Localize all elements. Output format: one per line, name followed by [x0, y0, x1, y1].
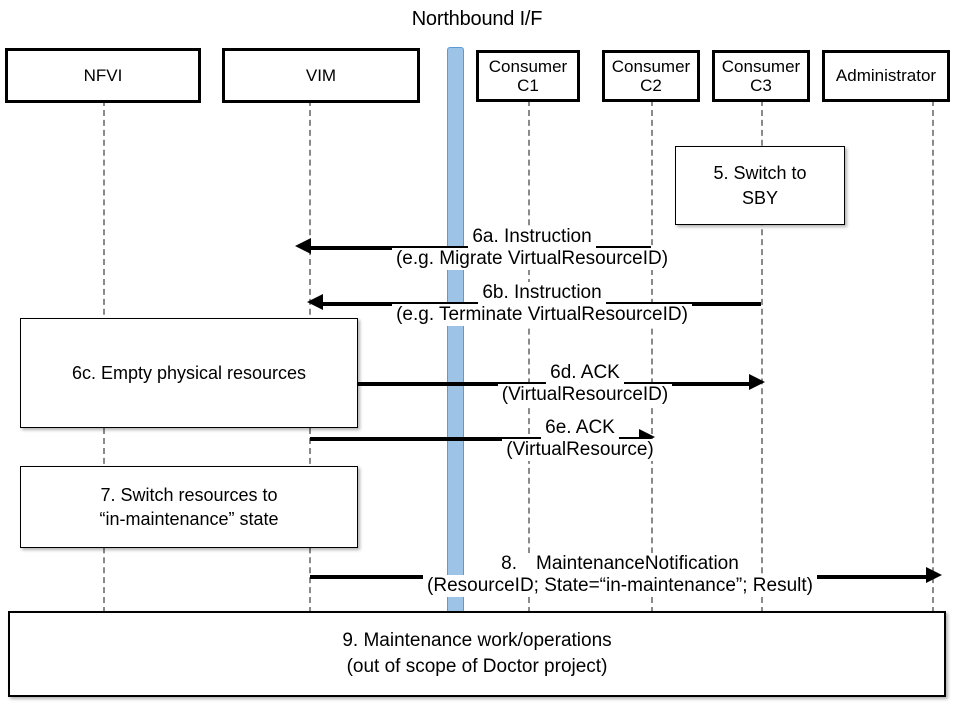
note-switch-resources-in-maintenance[interactable]: 7. Switch resources to “in-maintenance” …: [20, 466, 358, 548]
message-line1: 6b. Instruction: [478, 282, 606, 304]
lifeline-consumer-c2: [651, 100, 653, 613]
message-line1: 6a. Instruction: [468, 226, 596, 248]
message-label-6e: 6e. ACK (VirtualResource): [470, 417, 690, 461]
participant-vim[interactable]: VIM: [222, 48, 420, 103]
participant-consumer-c3[interactable]: Consumer C3: [712, 50, 810, 102]
note-text: 9. Maintenance work/operations (out of s…: [342, 630, 612, 677]
message-line1: 6e. ACK: [541, 417, 619, 439]
northbound-interface-bar: [447, 47, 464, 613]
participant-label: NFVI: [83, 65, 123, 85]
message-line2: (VirtualResource): [502, 438, 658, 461]
lifeline-consumer-c3: [761, 100, 763, 613]
participant-consumer-c2[interactable]: Consumer C2: [602, 50, 700, 102]
arrow-head-8: [926, 567, 942, 583]
arrow-head-6a: [295, 238, 311, 254]
message-label-6b: 6b. Instruction (e.g. Terminate VirtualR…: [342, 282, 742, 326]
message-line1: 8. MaintenanceNotification: [497, 553, 743, 575]
message-line2: (ResourceID; State=“in-maintenance”; Res…: [423, 574, 817, 597]
message-line2: (VirtualResourceID): [497, 383, 673, 406]
note-switch-to-sby[interactable]: 5. Switch to SBY: [675, 146, 845, 225]
participant-nfvi[interactable]: NFVI: [5, 48, 201, 103]
message-label-8: 8. MaintenanceNotification (ResourceID; …: [380, 553, 860, 597]
note-text: 7. Switch resources to “in-maintenance” …: [99, 484, 279, 529]
note-empty-physical-resources[interactable]: 6c. Empty physical resources: [20, 318, 358, 428]
message-line2: (e.g. Terminate VirtualResourceID): [392, 303, 692, 326]
lifeline-administrator: [932, 100, 934, 613]
message-line1: 6d. ACK: [546, 362, 624, 384]
arrow-head-6d: [749, 374, 765, 390]
note-text: 5. Switch to SBY: [713, 163, 807, 208]
message-line2: (e.g. Migrate VirtualResourceID): [391, 247, 673, 270]
note-maintenance-work-operations[interactable]: 9. Maintenance work/operations (out of s…: [8, 611, 946, 697]
message-label-6a: 6a. Instruction (e.g. Migrate VirtualRes…: [332, 226, 732, 270]
note-text: 6c. Empty physical resources: [71, 362, 307, 383]
message-line-6e: [310, 437, 643, 441]
participant-consumer-c1[interactable]: Consumer C1: [476, 50, 580, 102]
arrow-head-6b: [307, 294, 323, 310]
lifeline-consumer-c1: [528, 100, 530, 613]
diagram-title: Northbound I/F: [411, 8, 543, 30]
participant-label: Consumer C3: [721, 56, 801, 95]
participant-label: Consumer C2: [611, 56, 691, 95]
message-label-6d: 6d. ACK (VirtualResourceID): [465, 362, 705, 406]
participant-administrator[interactable]: Administrator: [822, 50, 950, 102]
participant-label: Administrator: [835, 66, 937, 86]
participant-label: VIM: [305, 65, 337, 85]
participant-label: Consumer C1: [488, 56, 568, 95]
